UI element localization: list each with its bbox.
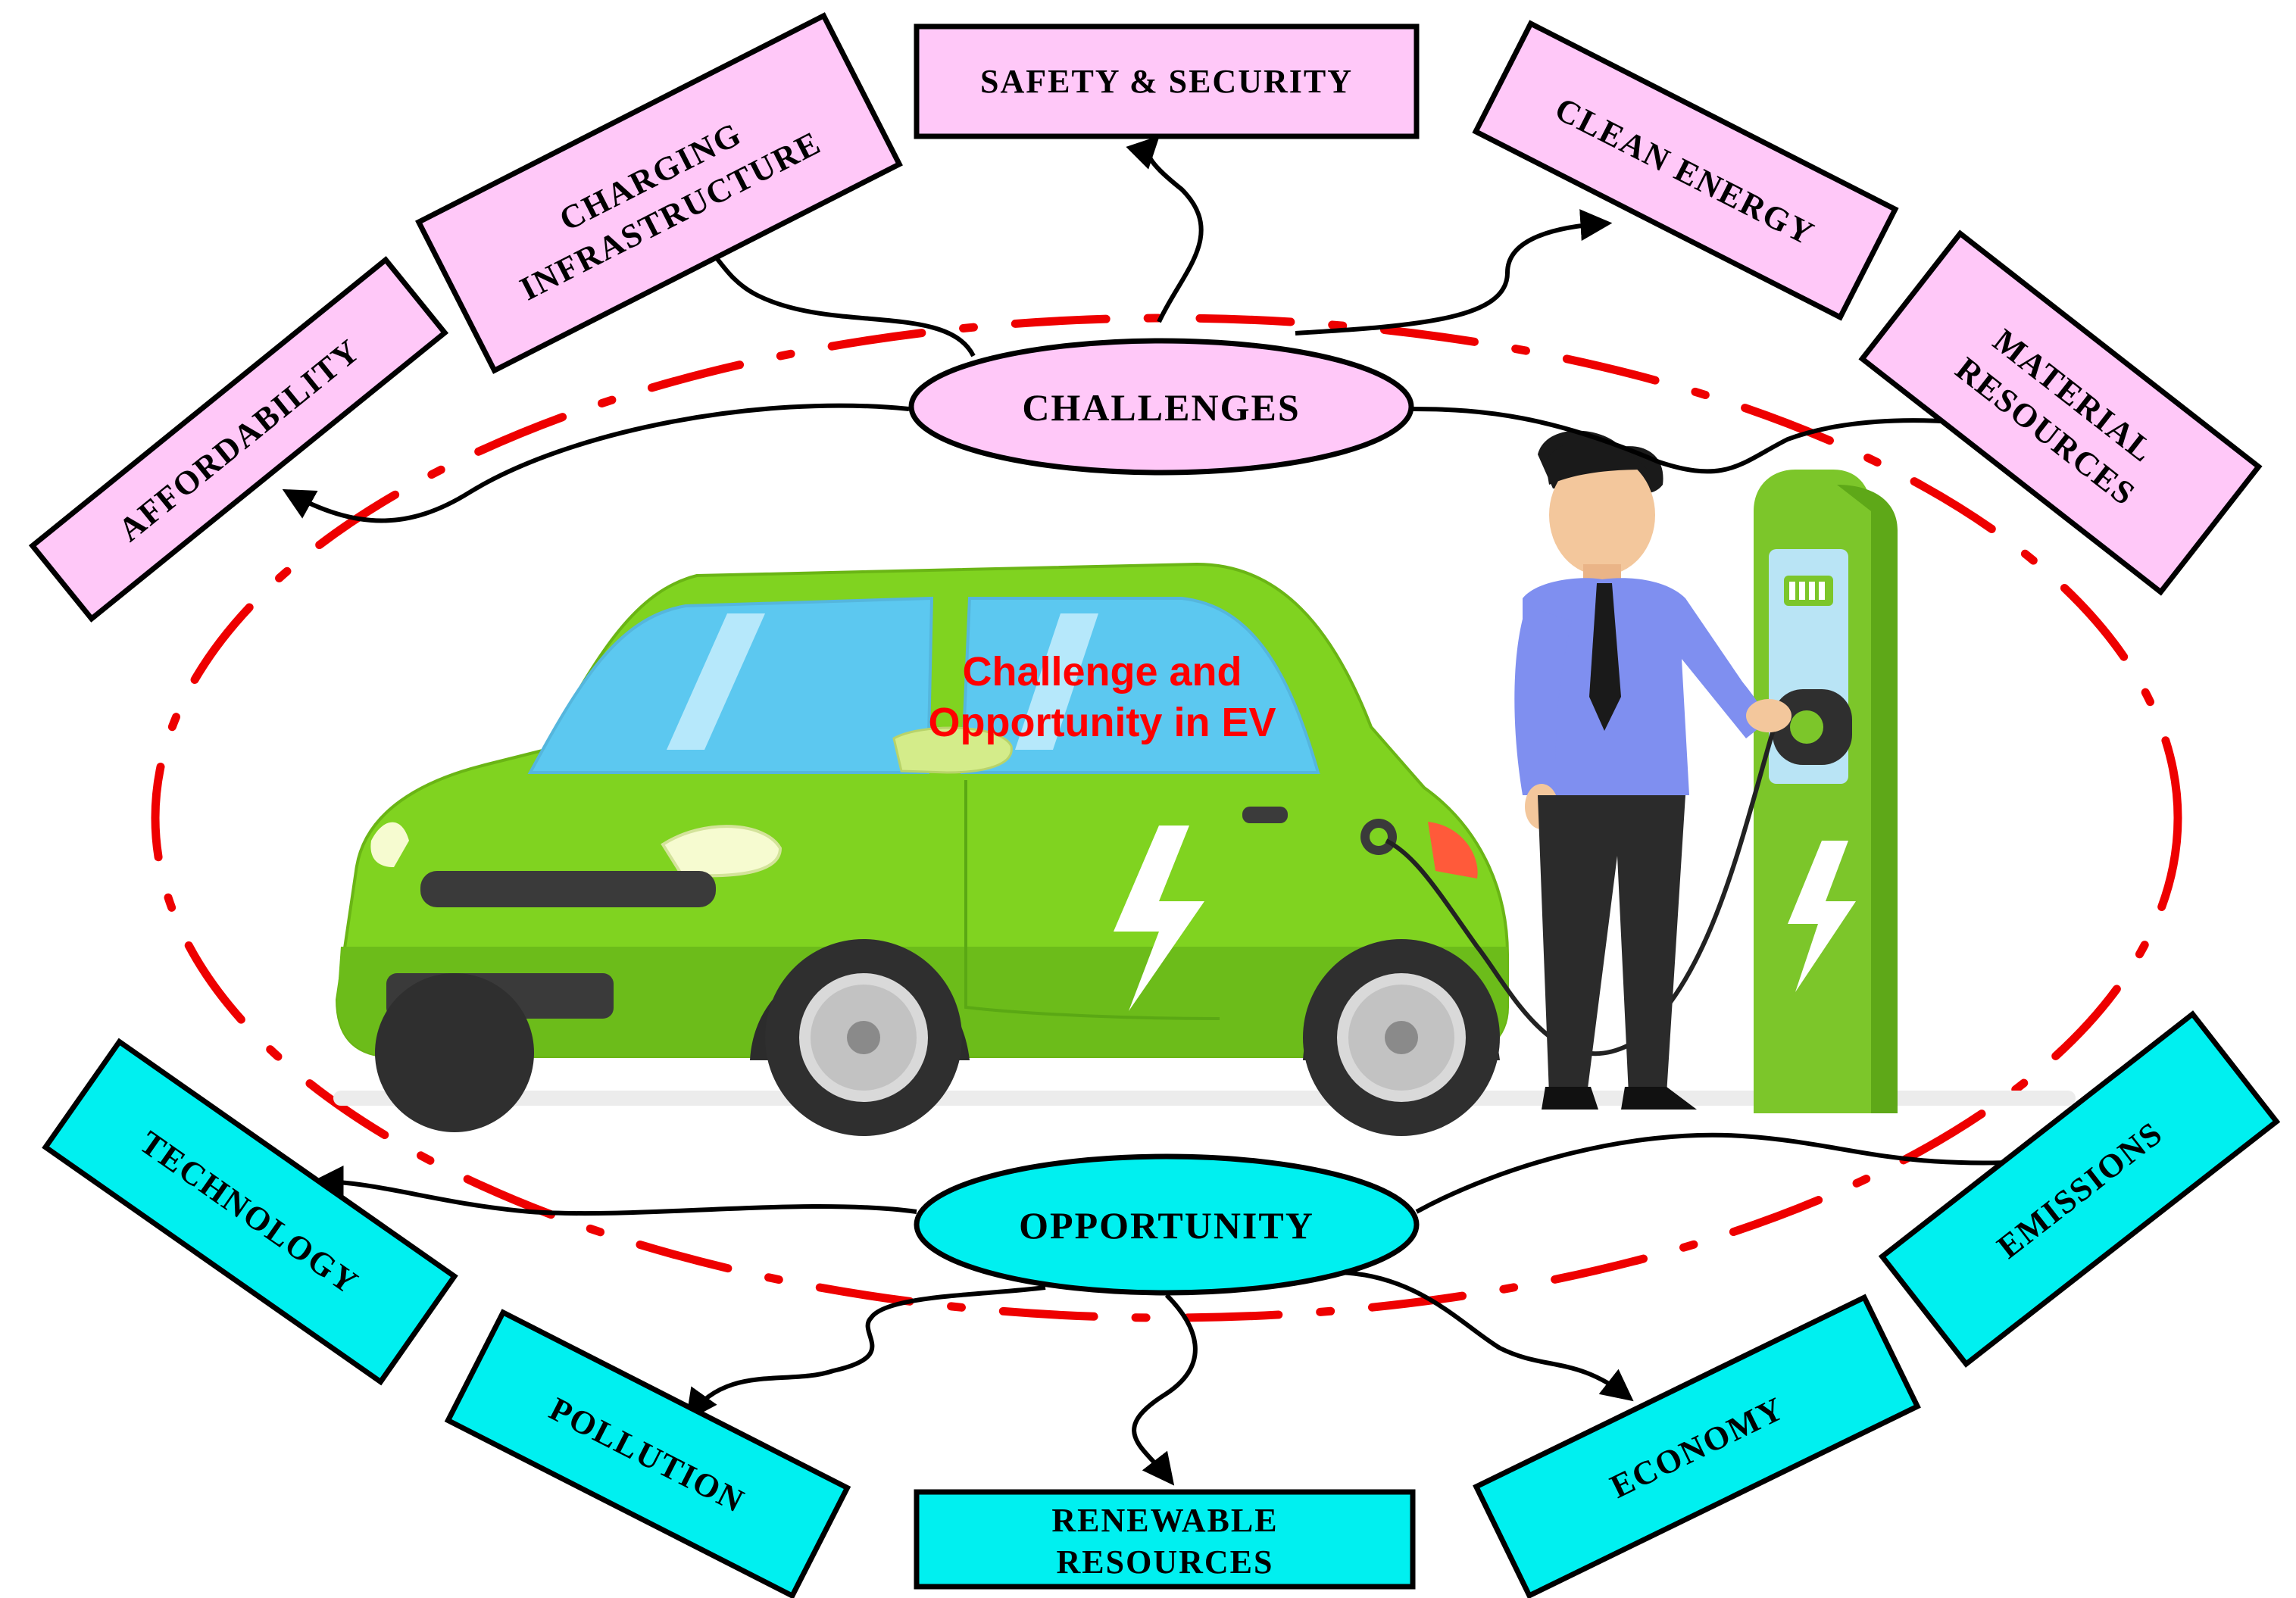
diagram-center-title-line1: Challenge and (962, 649, 1242, 694)
dash-dot-ring (151, 314, 2182, 1322)
opportunity-box-economy: ECONOMY (1473, 1294, 1921, 1598)
challenges-hub: CHALLENGES (908, 338, 1414, 476)
challenge-box-affordability: AFFORDABILITY (28, 256, 449, 623)
opportunity-hub-label: OPPORTUNITY (1019, 1204, 1314, 1247)
charging-station-illustration (1385, 470, 1898, 1113)
opportunity-box-emissions: EMISSIONS (1878, 1010, 2281, 1368)
opportunity-hub: OPPORTUNITY (914, 1153, 1420, 1296)
person-charging-illustration (1514, 430, 1792, 1110)
svg-text:RESOURCES: RESOURCES (1057, 1543, 1274, 1581)
challenges-hub-label: CHALLENGES (1022, 386, 1300, 429)
challenge-box-material-resources: MATERIAL RESOURCES (1858, 229, 2263, 596)
front-wheel (765, 939, 962, 1136)
rear-wheel (1303, 939, 1500, 1136)
opportunity-connectors (311, 1132, 2082, 1486)
opportunity-box-renewable-resources: RENEWABLE RESOURCES (914, 1489, 1416, 1590)
back-wheel-shadow (375, 973, 534, 1132)
svg-text:SAFETY & SECURITY: SAFETY & SECURITY (980, 63, 1353, 100)
challenge-connectors (282, 136, 2007, 523)
challenge-box-charging-infrastructure: CHARGING INFRASTRUCTURE (415, 12, 903, 374)
svg-text:AFFORDABILITY: AFFORDABILITY (111, 332, 367, 549)
charger-bolt-icon (1788, 841, 1856, 992)
diagram-center-title-line2: Opportunity in EV (929, 700, 1276, 745)
svg-text:RENEWABLE: RENEWABLE (1051, 1502, 1278, 1539)
challenge-box-safety-security: SAFETY & SECURITY (914, 23, 1420, 139)
challenge-box-clean-energy: CLEAN ENERGY (1472, 20, 1899, 321)
opportunity-box-pollution: POLLUTION (444, 1309, 851, 1598)
lightning-bolt-icon (1114, 826, 1204, 1011)
electric-car-illustration (333, 562, 2076, 1136)
